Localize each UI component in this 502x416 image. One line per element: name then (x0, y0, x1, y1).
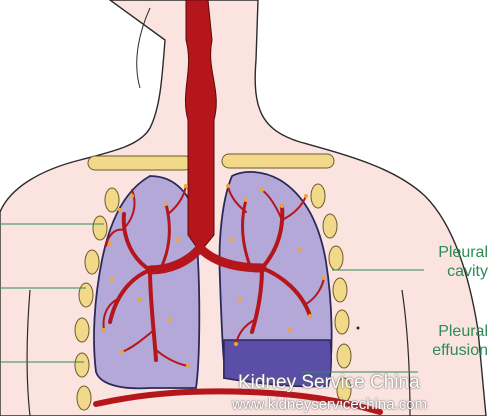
watermark-brand: Kidney Service China (238, 372, 420, 394)
clavicle-right (222, 154, 334, 168)
clavicle-left (88, 156, 192, 170)
label-pleural-cavity-line2: cavity (438, 262, 488, 281)
label-pleural-cavity-line1: Pleural (438, 243, 488, 262)
label-pleural-effusion: Pleural effusion (432, 322, 488, 360)
small-dot-mark (357, 327, 360, 330)
label-pleural-effusion-line1: Pleural (432, 322, 488, 341)
label-pleural-effusion-line2: effusion (432, 341, 488, 360)
watermark-url: www.kidneyservicechina.com (232, 396, 427, 413)
trachea (185, 0, 216, 252)
label-pleural-cavity: Pleural cavity (438, 243, 488, 281)
